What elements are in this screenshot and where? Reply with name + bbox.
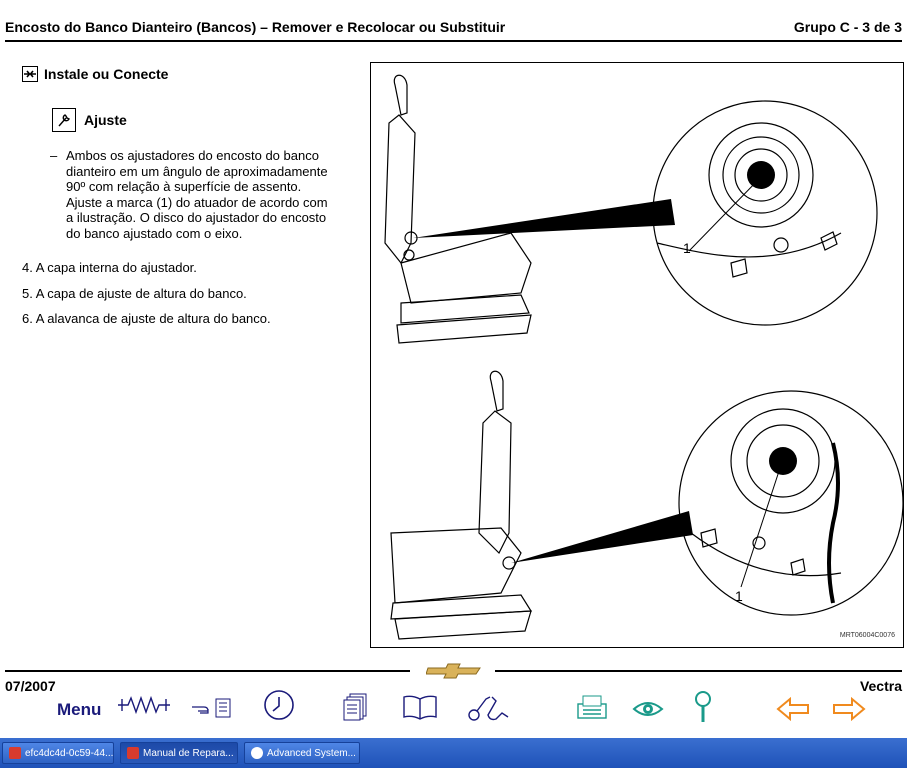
footer-divider — [495, 670, 902, 672]
callout-number: 1 — [683, 240, 691, 256]
history-button[interactable] — [263, 689, 295, 726]
documents-button[interactable] — [342, 692, 368, 727]
taskbar-item-label: Advanced System... — [267, 747, 356, 759]
section-ajuste-label: Ajuste — [84, 112, 127, 128]
pointer-index-button[interactable] — [190, 697, 238, 724]
taskbar-item[interactable]: efc4dc4d-0c59-44... — [2, 742, 114, 764]
previous-page-button[interactable] — [776, 696, 810, 726]
hand-pointer-icon — [192, 698, 231, 718]
paragraph-line: a ilustração. O disco do ajustador do en… — [66, 210, 327, 226]
connect-arrows-icon — [22, 66, 38, 82]
bullet-dash: – — [50, 148, 58, 163]
seat-illustration-figure: 1 1 MRT06004C0076 — [370, 62, 904, 648]
revision-date: 07/2007 — [5, 678, 56, 694]
adjust-paragraph: Ambos os ajustadores do encosto do banco… — [66, 148, 366, 242]
magnifier-icon — [695, 691, 711, 722]
seat-illustration: 1 1 — [384, 74, 904, 640]
vehicle-model: Vectra — [859, 678, 902, 694]
pdf-icon — [127, 747, 139, 759]
app-icon — [251, 747, 263, 759]
view-button[interactable] — [632, 699, 664, 724]
paragraph-line: Ambos os ajustadores do encosto do banco — [66, 148, 319, 163]
arrow-left-icon — [776, 696, 809, 722]
footer-divider — [5, 670, 410, 672]
paragraph-line: Ajuste a marca (1) do atuador de acordo … — [66, 194, 328, 210]
list-item: 4. A capa interna do ajustador. — [22, 260, 197, 275]
resistor-icon — [118, 695, 170, 715]
chevrolet-logo — [425, 662, 482, 685]
page-title: Encosto do Banco Dianteiro (Bancos) – Re… — [5, 19, 506, 35]
print-button[interactable] — [576, 694, 608, 727]
section-ajuste: Ajuste — [52, 108, 127, 132]
header-divider — [5, 40, 902, 42]
callout-number: 1 — [735, 588, 743, 604]
documents-icon — [343, 693, 367, 721]
taskbar-item[interactable]: Advanced System... — [244, 742, 360, 764]
next-page-button[interactable] — [832, 696, 866, 726]
taskbar-item-label: Manual de Repara... — [143, 747, 234, 759]
taskbar-item[interactable]: Manual de Repara... — [120, 742, 238, 764]
arrow-right-icon — [833, 696, 866, 722]
menu-button[interactable]: Menu — [57, 700, 102, 719]
list-item: 6. A alavanca de ajuste de altura do ban… — [22, 311, 271, 326]
figure-code: MRT06004C0076 — [839, 632, 895, 639]
tools-button[interactable] — [466, 693, 512, 728]
adjust-wrench-icon — [52, 108, 76, 132]
clock-icon — [264, 690, 294, 720]
list-item: 5. A capa de ajuste de altura do banco. — [22, 286, 247, 301]
paragraph-line: do banco ajustado com o eixo. — [66, 225, 243, 241]
open-book-icon — [403, 695, 437, 720]
tools-icon — [468, 696, 509, 721]
pdf-icon — [9, 747, 21, 759]
manual-button[interactable] — [402, 693, 438, 726]
section-instale-label: Instale ou Conecte — [44, 66, 169, 82]
paragraph-line: dianteiro em um ângulo de aproximadament… — [66, 163, 328, 179]
paragraph-line: 90º com relação à superfície de assento. — [66, 179, 302, 195]
search-button[interactable] — [693, 690, 713, 729]
section-instale: Instale ou Conecte — [22, 66, 168, 82]
eye-icon — [632, 702, 664, 716]
taskbar-item-label: efc4dc4d-0c59-44... — [25, 747, 114, 759]
printer-icon — [577, 695, 607, 719]
group-indicator: Grupo C - 3 de 3 — [793, 19, 902, 35]
circuit-diagram-button[interactable] — [116, 693, 172, 722]
